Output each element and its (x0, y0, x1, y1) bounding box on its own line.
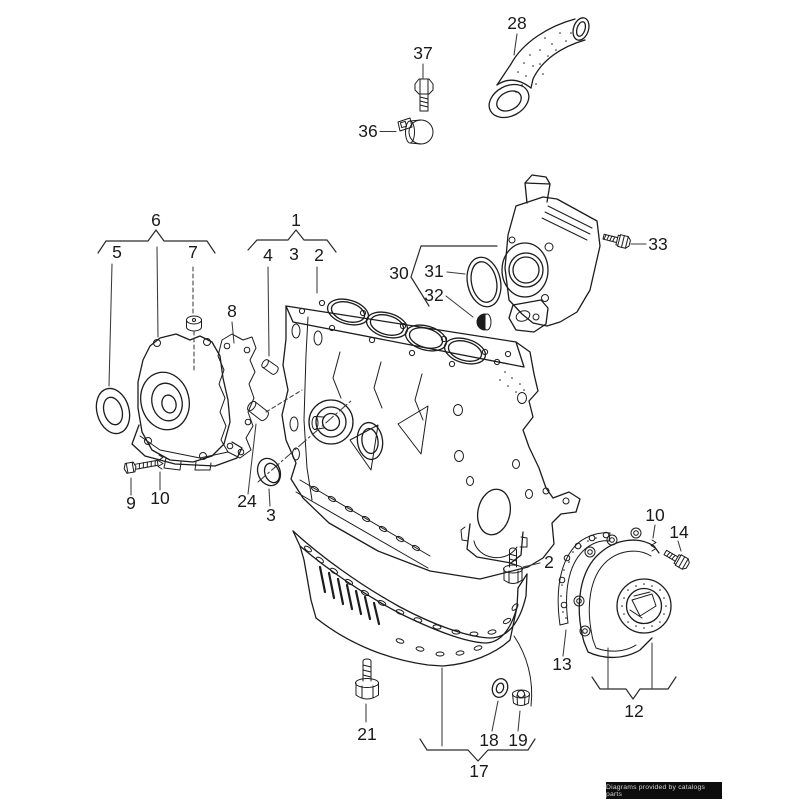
leader-lines (108, 33, 682, 747)
part-36-clamp (397, 117, 434, 145)
part-2-bolt (503, 547, 523, 584)
part-2-cylinder-block (281, 298, 581, 580)
part-30-coolant-flange (501, 174, 601, 333)
callout-5: 5 (112, 242, 122, 262)
part-18-washer (491, 678, 509, 698)
dowel-24-alignment-dashes (265, 389, 303, 413)
callout-33: 33 (648, 234, 667, 254)
callout-10-left: 10 (150, 488, 170, 508)
part-21-bolt (355, 658, 379, 700)
callout-8: 8 (227, 301, 237, 321)
callout-6: 6 (151, 210, 161, 230)
brace-group-6 (97, 229, 216, 254)
callout-32: 32 (424, 285, 443, 305)
callout-2-lower: 2 (544, 552, 554, 572)
hose-texture-dots (515, 32, 572, 93)
pan-rib-slots (318, 565, 381, 626)
part-10-pin-right (650, 539, 657, 552)
part-37-bolt (414, 78, 434, 112)
callout-labels: 28 37 36 6 5 7 1 4 3 2 8 30 31 32 33 9 1… (112, 13, 689, 781)
part-28-hose (488, 17, 590, 119)
part-19-drain-plug (512, 689, 530, 706)
seal-12-dots (621, 583, 667, 629)
callout-1: 1 (291, 210, 301, 230)
part-10-pin-left (157, 454, 164, 470)
callout-10-right: 10 (645, 505, 665, 525)
callout-7: 7 (188, 242, 198, 262)
part-7-cap (186, 315, 202, 332)
group-braces (97, 229, 677, 762)
callout-14: 14 (669, 522, 689, 542)
gasket-13-dots (560, 537, 597, 619)
callout-30: 30 (389, 263, 409, 283)
callout-18: 18 (479, 730, 498, 750)
part-32-plug (476, 313, 492, 331)
callout-12: 12 (624, 701, 643, 721)
brace-group-12 (591, 676, 677, 700)
callout-3-upper: 3 (289, 244, 299, 264)
callout-21: 21 (357, 724, 376, 744)
part-4-dowel (261, 359, 279, 375)
part-13-gasket (557, 531, 611, 626)
part-33-bolt (602, 233, 631, 249)
part-6-oil-pump (131, 333, 243, 471)
block-face-dots (499, 371, 525, 393)
crank-centerline (257, 399, 353, 483)
callout-31: 31 (424, 261, 443, 281)
callout-4: 4 (263, 245, 273, 265)
part-5-seal (95, 387, 131, 435)
callout-9: 9 (126, 493, 136, 513)
brace-group-17 (419, 738, 536, 762)
callout-19: 19 (508, 730, 527, 750)
callout-37: 37 (413, 43, 432, 63)
watermark-text: Diagrams provided by catalogs parts (606, 783, 706, 798)
part-9-bolt (123, 459, 159, 474)
part-17-oil-pan (292, 530, 533, 707)
part-14-bolt (663, 549, 690, 570)
brace-group-1 (247, 229, 337, 253)
part-24-dowel (247, 400, 269, 422)
brace-group-30 (410, 245, 498, 307)
callout-2-upper: 2 (314, 245, 324, 265)
watermark-badge: Diagrams provided by catalogs parts (606, 782, 722, 799)
part-31-oring (466, 256, 502, 308)
callout-3-lower: 3 (266, 505, 276, 525)
callout-28: 28 (507, 13, 526, 33)
callout-36: 36 (358, 121, 377, 141)
part-8-gasket (217, 333, 257, 459)
callout-13: 13 (552, 654, 571, 674)
part-12-seal-flange (573, 527, 672, 659)
callout-24: 24 (237, 491, 257, 511)
callout-17: 17 (469, 761, 488, 781)
part-3-core-plug (256, 457, 282, 487)
